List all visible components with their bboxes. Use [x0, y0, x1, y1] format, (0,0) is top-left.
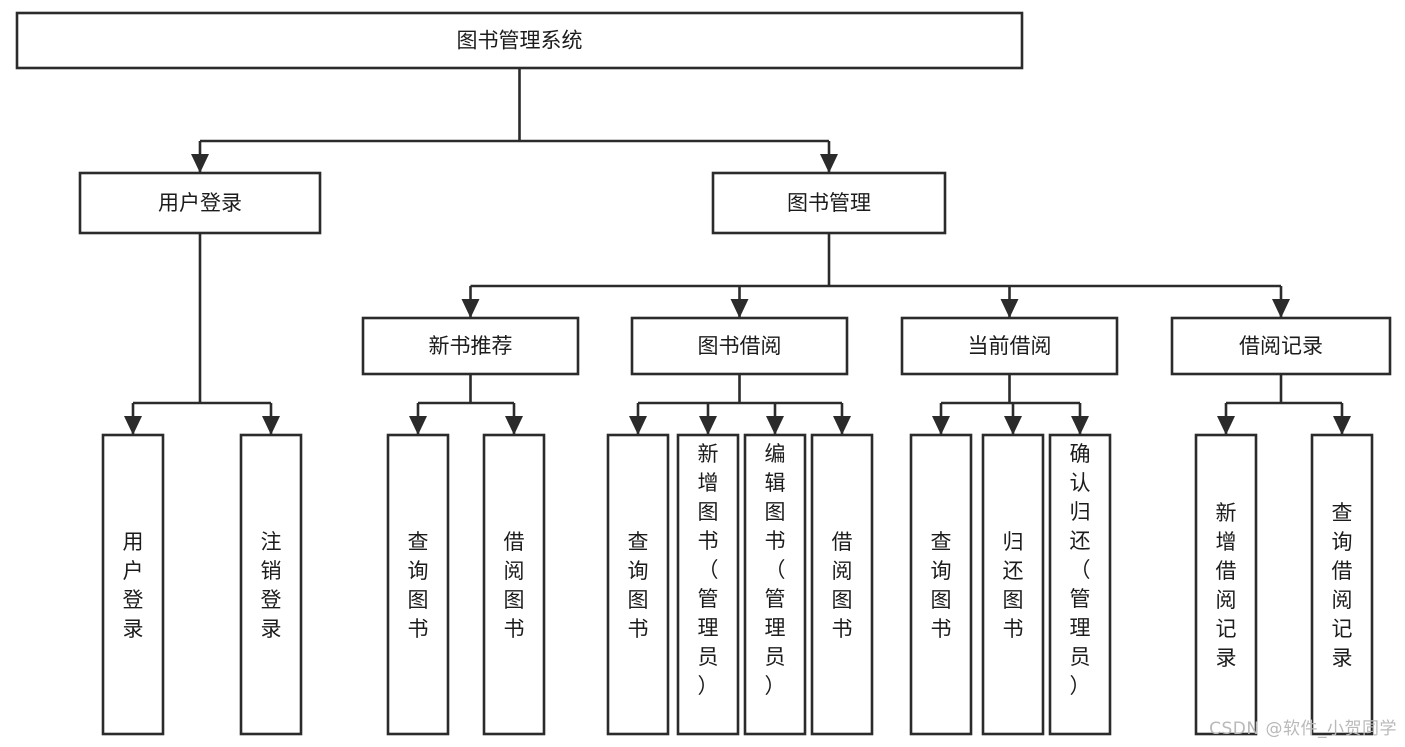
edge-group-book-manage: [461, 233, 1290, 318]
edges-layer: [124, 68, 1351, 435]
node-box: [1310, 433, 1374, 736]
node-leaf-return-book[interactable]: 归还图书: [981, 433, 1045, 736]
node-book-borrow[interactable]: 图书借阅: [630, 316, 849, 376]
arrow-head-icon: [766, 416, 784, 435]
node-label: 新增图书（管理员）: [698, 442, 719, 698]
node-new-book-recommend[interactable]: 新书推荐: [361, 316, 580, 376]
node-leaf-user-logout[interactable]: 注销登录: [239, 433, 303, 736]
node-label: 确认归还（管理员）: [1070, 442, 1091, 698]
node-label: 借阅图书: [832, 530, 853, 641]
node-label: 图书借阅: [698, 334, 782, 358]
arrow-head-icon: [833, 416, 851, 435]
node-user-login[interactable]: 用户登录: [78, 171, 322, 235]
node-leaf-confirm-return[interactable]: 确认归还（管理员）: [1048, 433, 1112, 736]
node-label: 图书管理系统: [457, 29, 583, 53]
node-label: 查询图书: [408, 530, 429, 641]
node-label: 新增借阅记录: [1216, 501, 1237, 670]
node-label: 归还图书: [1003, 530, 1024, 641]
node-box: [810, 433, 874, 736]
node-box: [1194, 433, 1258, 736]
arrow-head-icon: [820, 154, 838, 173]
arrow-head-icon: [262, 416, 280, 435]
node-box: [15, 11, 1024, 70]
edge-group-borrow-record: [1217, 374, 1351, 435]
arrow-head-icon: [1272, 299, 1290, 318]
arrow-head-icon: [409, 416, 427, 435]
node-label: 编辑图书（管理员）: [765, 442, 786, 698]
arrow-head-icon: [1333, 416, 1351, 435]
node-box: [909, 433, 973, 736]
node-label: 用户登录: [158, 191, 242, 215]
node-label: 查询借阅记录: [1332, 501, 1353, 670]
node-leaf-query-book-3[interactable]: 查询图书: [909, 433, 973, 736]
edge-group-current-borrow: [932, 374, 1089, 435]
node-box: [239, 433, 303, 736]
node-box: [676, 433, 740, 736]
node-label: 借阅图书: [504, 530, 525, 641]
watermark-text: CSDN @软件_小贺同学: [1209, 719, 1397, 739]
arrow-head-icon: [699, 416, 717, 435]
node-leaf-edit-book[interactable]: 编辑图书（管理员）: [743, 433, 807, 736]
node-leaf-query-borrow-record[interactable]: 查询借阅记录: [1310, 433, 1374, 736]
node-box: [630, 316, 849, 376]
node-box: [1048, 433, 1112, 736]
arrow-head-icon: [1000, 299, 1019, 318]
node-box: [743, 433, 807, 736]
node-box: [361, 316, 580, 376]
node-label: 查询图书: [931, 530, 952, 641]
node-borrow-record[interactable]: 借阅记录: [1170, 316, 1392, 376]
node-leaf-add-borrow-record[interactable]: 新增借阅记录: [1194, 433, 1258, 736]
edge-group-book-borrow: [629, 374, 851, 435]
node-leaf-user-login[interactable]: 用户登录: [101, 433, 165, 736]
node-box: [78, 171, 322, 235]
node-box: [386, 433, 450, 736]
node-current-borrow[interactable]: 当前借阅: [900, 316, 1119, 376]
node-leaf-borrow-book-1[interactable]: 借阅图书: [482, 433, 546, 736]
node-leaf-add-book[interactable]: 新增图书（管理员）: [676, 433, 740, 736]
arrow-head-icon: [932, 416, 950, 435]
nodes-layer: 图书管理系统用户登录图书管理新书推荐图书借阅当前借阅借阅记录用户登录注销登录查询…: [15, 11, 1392, 736]
node-box: [606, 433, 670, 736]
node-root[interactable]: 图书管理系统: [15, 11, 1024, 70]
node-leaf-query-book-1[interactable]: 查询图书: [386, 433, 450, 736]
edge-group-root: [191, 68, 838, 173]
arrow-head-icon: [1004, 416, 1022, 435]
node-box: [711, 171, 947, 235]
edge-group-user-login: [124, 233, 280, 435]
node-book-manage[interactable]: 图书管理: [711, 171, 947, 235]
node-label: 查询图书: [628, 530, 649, 641]
node-label: 借阅记录: [1239, 334, 1323, 358]
arrow-head-icon: [191, 154, 209, 173]
arrow-head-icon: [461, 299, 480, 318]
node-box: [981, 433, 1045, 736]
node-box: [1170, 316, 1392, 376]
node-label: 图书管理: [787, 191, 871, 215]
node-box: [900, 316, 1119, 376]
node-box: [101, 433, 165, 736]
node-label: 新书推荐: [429, 334, 513, 358]
node-label: 当前借阅: [968, 334, 1052, 358]
node-label: 用户登录: [123, 530, 144, 641]
arrow-head-icon: [124, 416, 142, 435]
node-leaf-query-book-2[interactable]: 查询图书: [606, 433, 670, 736]
arrow-head-icon: [505, 416, 523, 435]
arrow-head-icon: [1071, 416, 1089, 435]
node-leaf-borrow-book-2[interactable]: 借阅图书: [810, 433, 874, 736]
arrow-head-icon: [730, 299, 749, 318]
node-box: [482, 433, 546, 736]
node-label: 注销登录: [261, 530, 282, 641]
arrow-head-icon: [629, 416, 647, 435]
arrow-head-icon: [1217, 416, 1235, 435]
edge-group-new-book-recommend: [409, 374, 523, 435]
